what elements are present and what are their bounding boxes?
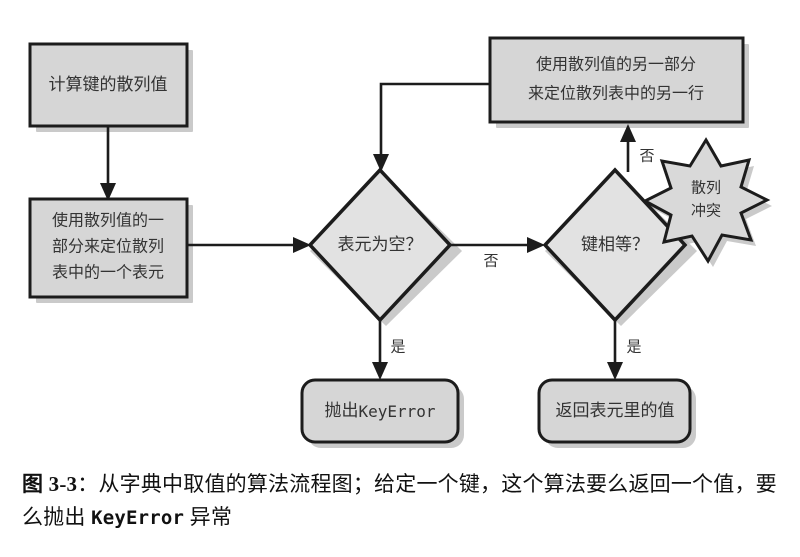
caption-text-part1: 从字典中取值的算法流程图；给定一个键，这个算法要么返回一个值，要么抛出: [22, 472, 777, 529]
node-locate-bucket[interactable]: 使用散列值的一 部分来定位散列 表中的一个表元: [28, 197, 189, 299]
locate-bucket-label-line3: 表中的一个表元: [52, 264, 164, 282]
edge-label-empty-no: 否: [483, 253, 498, 269]
edge-label-equal-yes: 是: [626, 339, 641, 355]
compute-hash-box[interactable]: [28, 42, 189, 128]
edge-label-empty-yes: 是: [390, 339, 405, 355]
compute-hash-label: 计算键的散列值: [49, 75, 168, 94]
hash-collision-starburst: [641, 137, 771, 264]
arrowhead-another-row-loop: [373, 154, 389, 172]
node-is-bucket-empty[interactable]: 表元为空？: [307, 167, 453, 323]
return-value-label: 返回表元里的值: [556, 401, 675, 420]
arrowhead-equal-yes: [607, 362, 623, 380]
arrowhead-empty-no: [527, 237, 545, 253]
caption-code: KeyError: [91, 506, 185, 529]
locate-bucket-box[interactable]: [28, 197, 189, 299]
node-another-row[interactable]: 使用散列值的另一部分 来定位散列表中的另一行: [488, 36, 745, 124]
another-row-box[interactable]: [488, 36, 745, 124]
node-raise-keyerror[interactable]: 抛出KeyError: [300, 378, 460, 444]
keys-equal-label: 键相等？: [581, 235, 649, 254]
return-value-box[interactable]: [537, 378, 692, 444]
hash-collision-label-line1: 散列: [691, 179, 721, 196]
raise-keyerror-label-group: 抛出KeyError: [324, 401, 435, 421]
node-compute-hash[interactable]: 计算键的散列值: [28, 42, 189, 128]
raise-keyerror-label-cn: 抛出: [324, 401, 358, 420]
caption-separator: ：: [77, 472, 99, 496]
is-bucket-empty-label: 表元为空？: [338, 235, 423, 254]
node-hash-collision: 散列 冲突: [641, 137, 771, 264]
locate-bucket-label-line2: 部分来定位散列: [52, 238, 164, 256]
raise-keyerror-label-code: KeyError: [358, 402, 435, 421]
node-return-value[interactable]: 返回表元里的值: [537, 378, 692, 444]
edge-label-equal-no: 否: [639, 148, 654, 164]
figure-caption: 图 3-3：从字典中取值的算法流程图；给定一个键，这个算法要么返回一个值，要么抛…: [22, 468, 782, 533]
node-keys-equal[interactable]: 键相等？: [542, 167, 688, 323]
arrowhead-empty-yes: [372, 362, 388, 380]
is-bucket-empty-diamond[interactable]: [307, 167, 453, 323]
another-row-label-line1: 使用散列值的另一部分: [536, 56, 696, 74]
another-row-label-line2: 来定位散列表中的另一行: [528, 85, 704, 103]
caption-text-part2: 异常: [184, 504, 233, 529]
hash-collision-label-line2: 冲突: [691, 202, 721, 219]
edge-another-row-to-empty: [379, 82, 490, 160]
arrowhead-compute-to-locate: [100, 183, 116, 201]
flowchart-canvas: 计算键的散列值 使用散列值的一 部分来定位散列 表中的一个表元 使用散列值的另一…: [28, 36, 772, 448]
raise-keyerror-box[interactable]: [300, 378, 460, 444]
caption-figure-number: 图 3-3: [22, 472, 78, 496]
arrowhead-equal-no: [620, 124, 636, 142]
locate-bucket-label-line1: 使用散列值的一: [52, 212, 164, 230]
arrowhead-locate-to-empty: [293, 237, 311, 253]
keys-equal-diamond[interactable]: [542, 167, 688, 323]
